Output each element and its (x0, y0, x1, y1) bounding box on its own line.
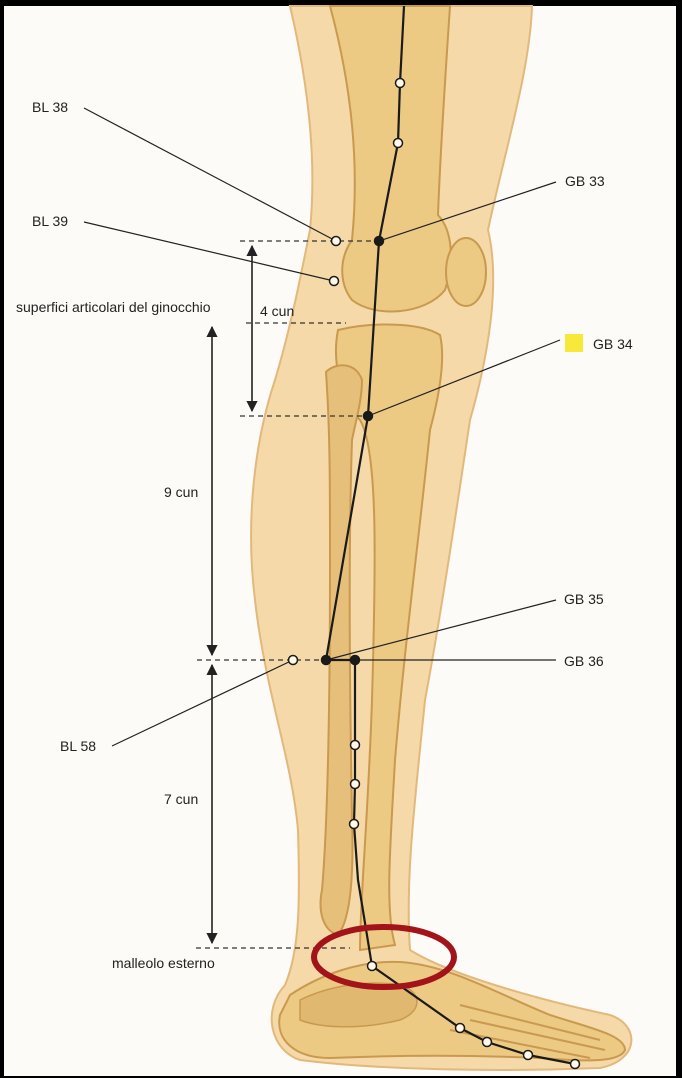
acupoint-open-3 (351, 741, 360, 750)
patella-bone (446, 238, 486, 306)
acupoint-gb34 (364, 412, 373, 421)
label-9-cun: 9 cun (164, 484, 198, 500)
label-4-cun: 4 cun (260, 303, 294, 319)
label-malleolus: malleolo esterno (112, 955, 215, 971)
acupoint-gb33 (375, 237, 384, 246)
acupoint-bl38 (332, 237, 341, 246)
label-knee-joint: superfici articolari del ginocchio (16, 299, 211, 315)
acupoint-gb35 (322, 656, 331, 665)
label-gb35: GB 35 (564, 591, 604, 607)
acupoint-foot-4 (571, 1060, 580, 1069)
label-gb33: GB 33 (565, 173, 605, 189)
leg-silhouette (251, 6, 631, 1070)
acupoint-foot-1 (456, 1024, 465, 1033)
label-gb36: GB 36 (564, 653, 604, 669)
label-bl58: BL 58 (60, 738, 96, 754)
label-gb34: GB 34 (593, 336, 633, 352)
label-bl38: BL 38 (32, 99, 68, 115)
acupoint-foot-3 (524, 1051, 533, 1060)
label-bl39: BL 39 (32, 213, 68, 229)
acupoint-open-4 (351, 780, 360, 789)
acupoint-open-5 (350, 820, 359, 829)
acupoint-ankle (368, 962, 377, 971)
acupoint-gb36 (351, 656, 360, 665)
acupoint-bl39 (330, 277, 339, 286)
acupoint-open-2 (394, 139, 403, 148)
acupoint-open-1 (396, 79, 405, 88)
label-7-cun: 7 cun (164, 791, 198, 807)
acupoint-foot-2 (483, 1038, 492, 1047)
acupoint-bl58 (289, 656, 298, 665)
gb34-highlight-square (565, 334, 583, 352)
